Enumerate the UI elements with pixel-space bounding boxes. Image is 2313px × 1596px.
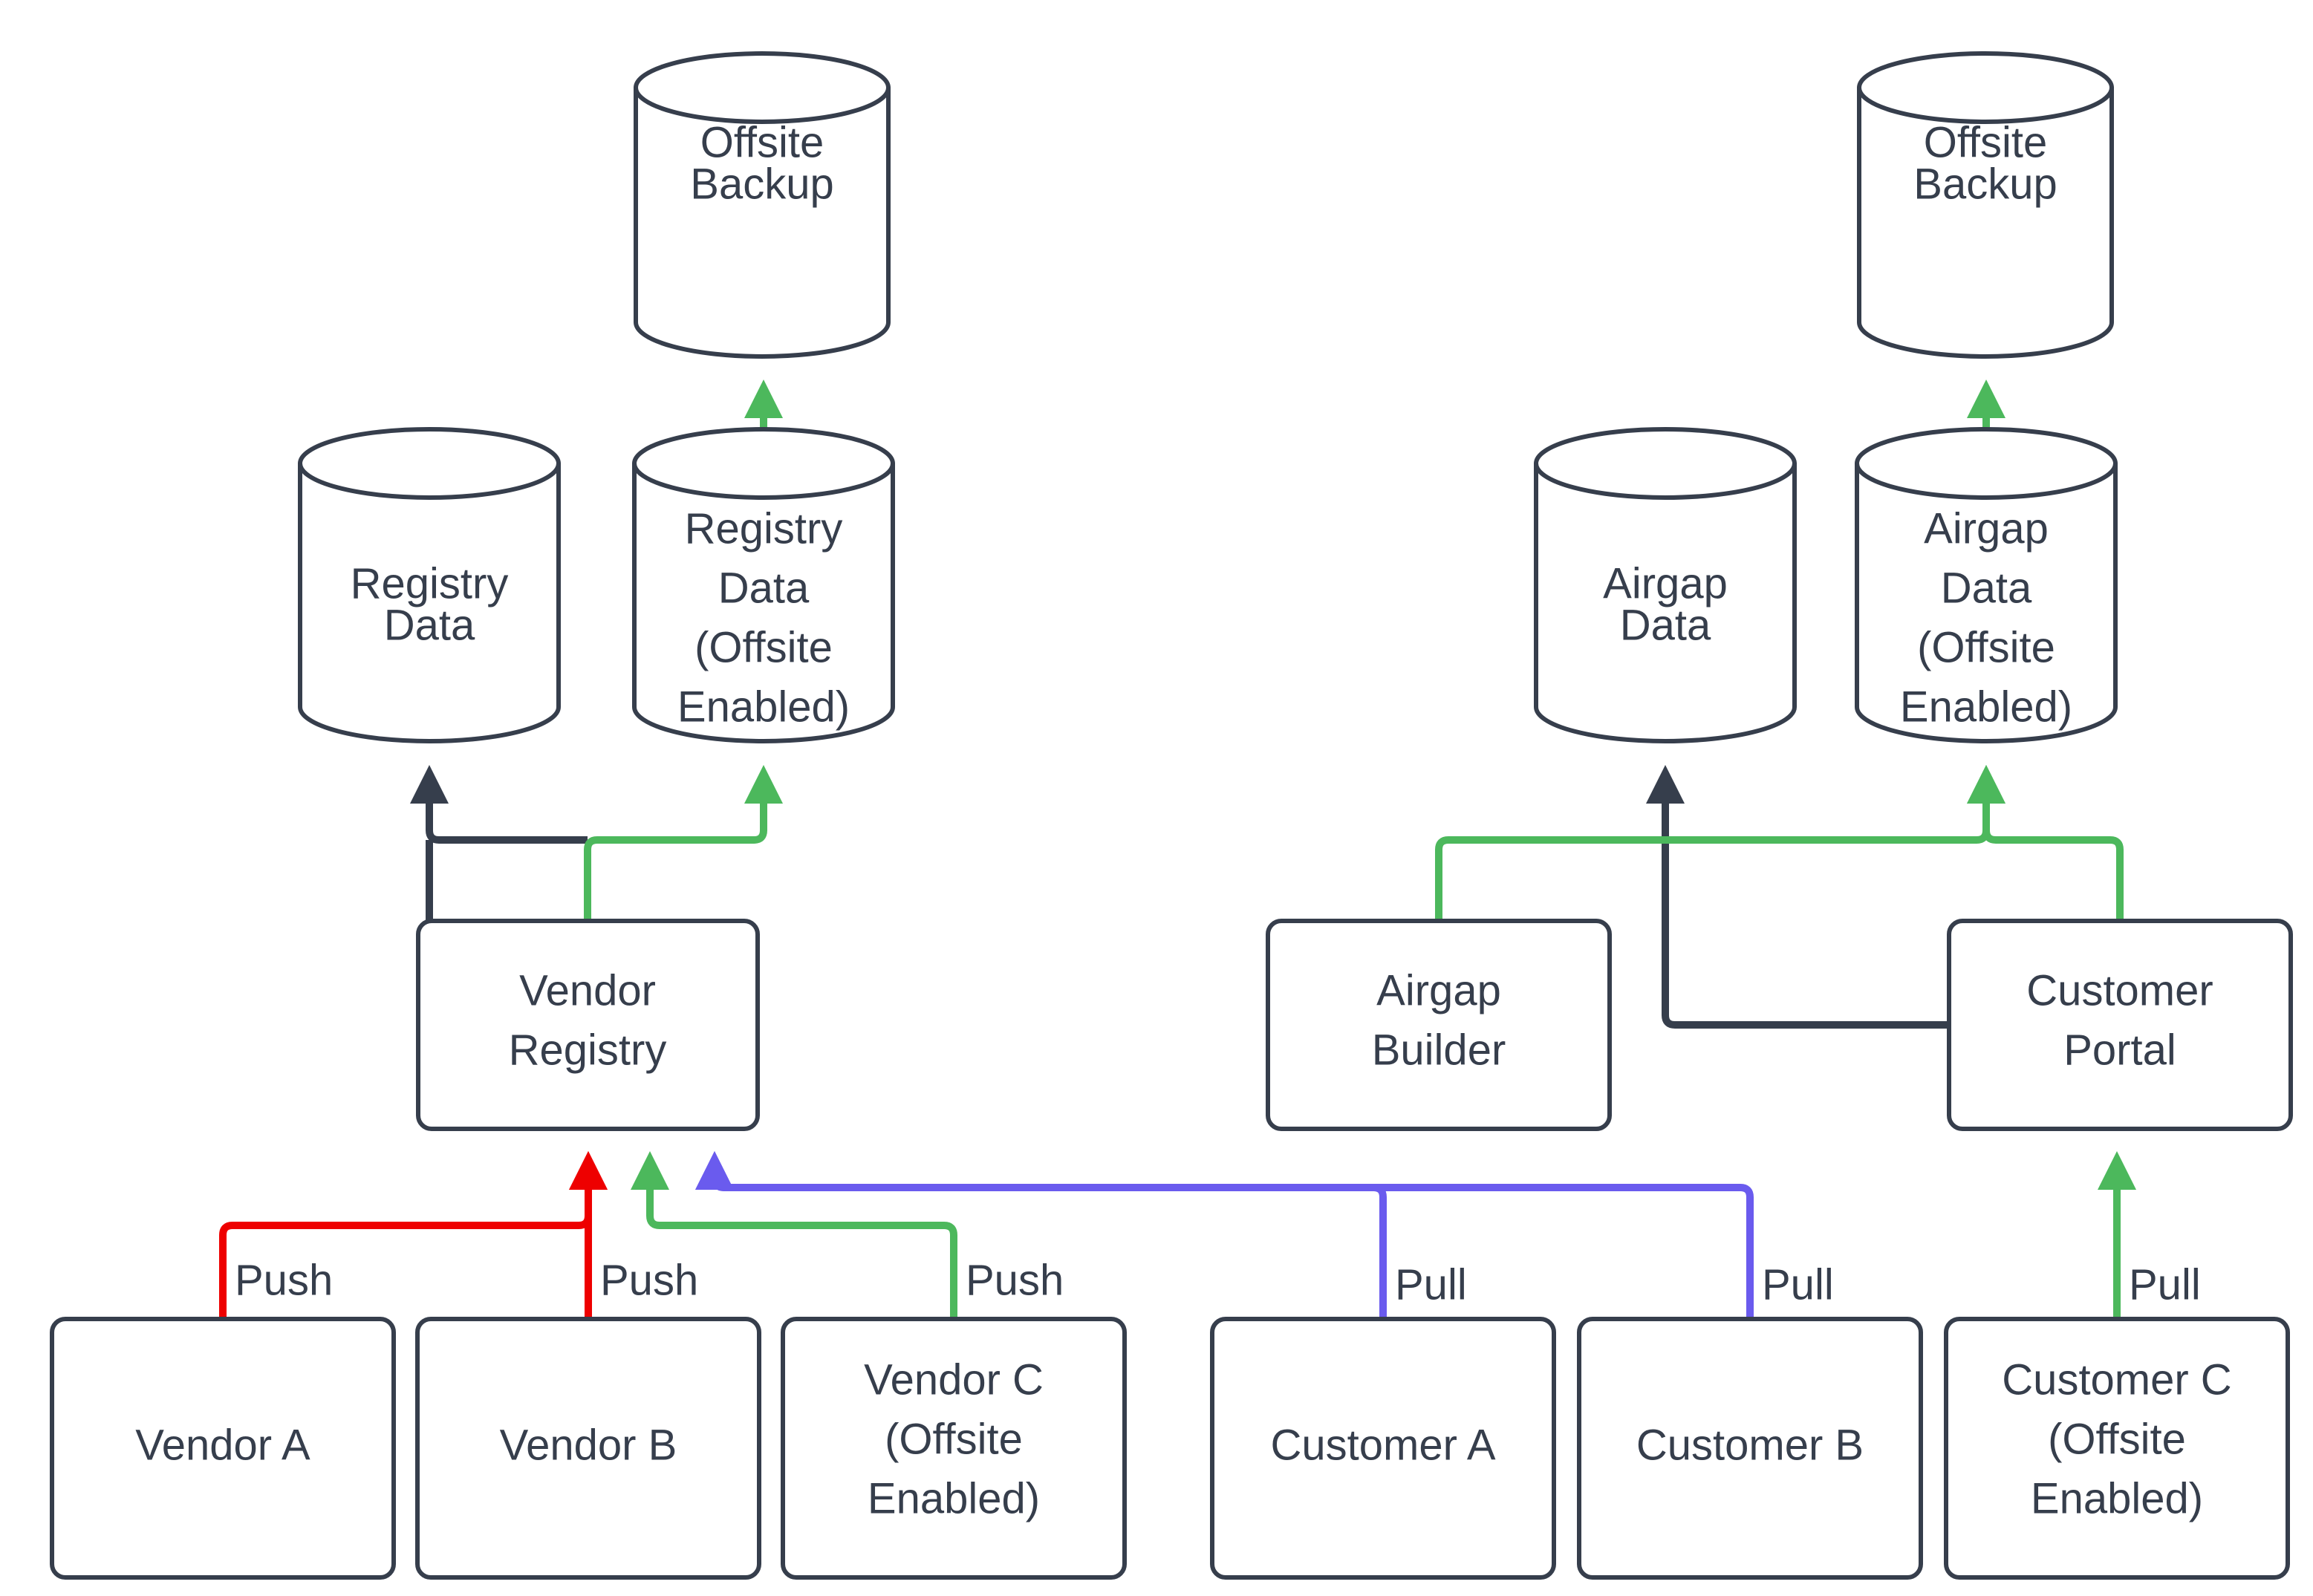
node-registry-data-offsite[interactable]: Registry Data (Offsite Enabled) (632, 427, 895, 743)
node-label-line2: Data (384, 601, 475, 649)
node-label-line2: Registry (509, 1026, 667, 1074)
node-label-line3: (Offsite (1917, 623, 2055, 671)
node-label-line1: Airgap (1924, 504, 2049, 553)
node-vendor-b[interactable]: Vendor B (415, 1317, 761, 1580)
box-shape (1210, 1317, 1556, 1580)
edge-customer-portal-to-airgap-data-offsite (1967, 765, 2124, 921)
cylinder-top (632, 427, 895, 500)
node-airgap-builder[interactable]: Airgap Builder (1266, 919, 1612, 1131)
box-shape (1944, 1317, 2290, 1580)
node-registry-data[interactable]: Registry Data (298, 427, 561, 743)
node-label-line1: Customer C (2002, 1355, 2231, 1404)
node-offsite-backup-left[interactable]: Offsite Backup (634, 51, 891, 359)
node-label-line2: (Offsite (2048, 1415, 2186, 1463)
node-vendor-c[interactable]: Vendor C (Offsite Enabled) (781, 1317, 1127, 1580)
cylinder-body (1855, 461, 2118, 743)
cylinder-body (1857, 85, 2114, 359)
cylinder-top (634, 51, 891, 124)
node-label-line4: Enabled) (677, 683, 850, 731)
node-label-line1: Airgap (1603, 559, 1728, 608)
edge-registry-dark-elbow (410, 765, 588, 844)
node-label-line2: Data (1620, 601, 1711, 649)
node-label-line2: Portal (2063, 1026, 2176, 1074)
cylinder-body (634, 85, 891, 359)
box-shape (1947, 919, 2293, 1131)
edge-vendor-c-push (631, 1151, 957, 1319)
node-label-line1: Vendor C (864, 1355, 1044, 1404)
cylinder-top (298, 427, 561, 500)
node-customer-c[interactable]: Customer C (Offsite Enabled) (1944, 1317, 2290, 1580)
node-label-line2: Backup (1913, 160, 2057, 208)
edge-label-pull-a: Pull (1395, 1260, 1467, 1309)
node-label-line2: Data (718, 564, 810, 612)
node-label-line2: Builder (1372, 1026, 1506, 1074)
edge-labels-layer: Push Push Push Pull Pull Pull (235, 1256, 2201, 1309)
node-airgap-data-offsite[interactable]: Airgap Data (Offsite Enabled) (1855, 427, 2118, 743)
node-label-line1: Vendor (519, 966, 656, 1014)
cylinder-top (1534, 427, 1797, 500)
cylinder-top (1857, 51, 2114, 124)
node-label-line3: Enabled) (868, 1474, 1040, 1522)
cylinder-body (298, 461, 561, 743)
edge-label-push-b: Push (600, 1256, 698, 1304)
node-label-line1: Customer B (1636, 1421, 1864, 1469)
box-shape (416, 919, 760, 1131)
edge-label-pull-c: Pull (2129, 1260, 2201, 1309)
box-shape (1266, 919, 1612, 1131)
cylinder-body (632, 461, 895, 743)
node-label-line1: Offsite (1924, 118, 2048, 166)
node-offsite-backup-right[interactable]: Offsite Backup (1857, 51, 2114, 359)
node-label-line1: Offsite (700, 118, 824, 166)
node-label-line3: (Offsite (694, 623, 833, 671)
node-label-line1: Airgap (1376, 966, 1501, 1014)
node-customer-portal[interactable]: Customer Portal (1947, 919, 2293, 1131)
node-label-line2: (Offsite (885, 1415, 1023, 1463)
node-customer-a[interactable]: Customer A (1210, 1317, 1556, 1580)
edge-customer-b-pull (695, 1151, 1754, 1319)
node-label-line1: Registry (351, 559, 509, 608)
edges-layer (219, 380, 2136, 1319)
edge-vendor-registry-to-registry-data-offsite (584, 765, 783, 921)
cylinder-body (1534, 461, 1797, 743)
edge-customer-portal-to-airgap-data (1646, 765, 1949, 1029)
node-label-line4: Enabled) (1900, 683, 2072, 731)
node-label-line1: Vendor B (500, 1421, 677, 1469)
node-airgap-data[interactable]: Airgap Data (1534, 427, 1797, 743)
node-label-line1: Registry (685, 504, 843, 553)
cylinder-top (1855, 427, 2118, 500)
node-vendor-registry[interactable]: Vendor Registry (416, 919, 760, 1131)
edge-label-push-c: Push (966, 1256, 1064, 1304)
box-shape (415, 1317, 761, 1580)
box-shape (50, 1317, 396, 1580)
node-label-line3: Enabled) (2031, 1474, 2203, 1522)
box-shape (781, 1317, 1127, 1580)
edge-label-pull-b: Pull (1762, 1260, 1834, 1309)
node-label-line1: Customer (2026, 966, 2213, 1014)
node-customer-b[interactable]: Customer B (1577, 1317, 1923, 1580)
edge-label-push-a: Push (235, 1256, 333, 1304)
node-label-line2: Backup (690, 160, 833, 208)
node-label-line1: Vendor A (135, 1421, 310, 1469)
node-label-line1: Customer A (1271, 1421, 1496, 1469)
box-shape (1577, 1317, 1923, 1580)
edge-airgap-builder-to-airgap-data-offsite (1435, 765, 2005, 921)
node-vendor-a[interactable]: Vendor A (50, 1317, 396, 1580)
node-label-line2: Data (1941, 564, 2032, 612)
